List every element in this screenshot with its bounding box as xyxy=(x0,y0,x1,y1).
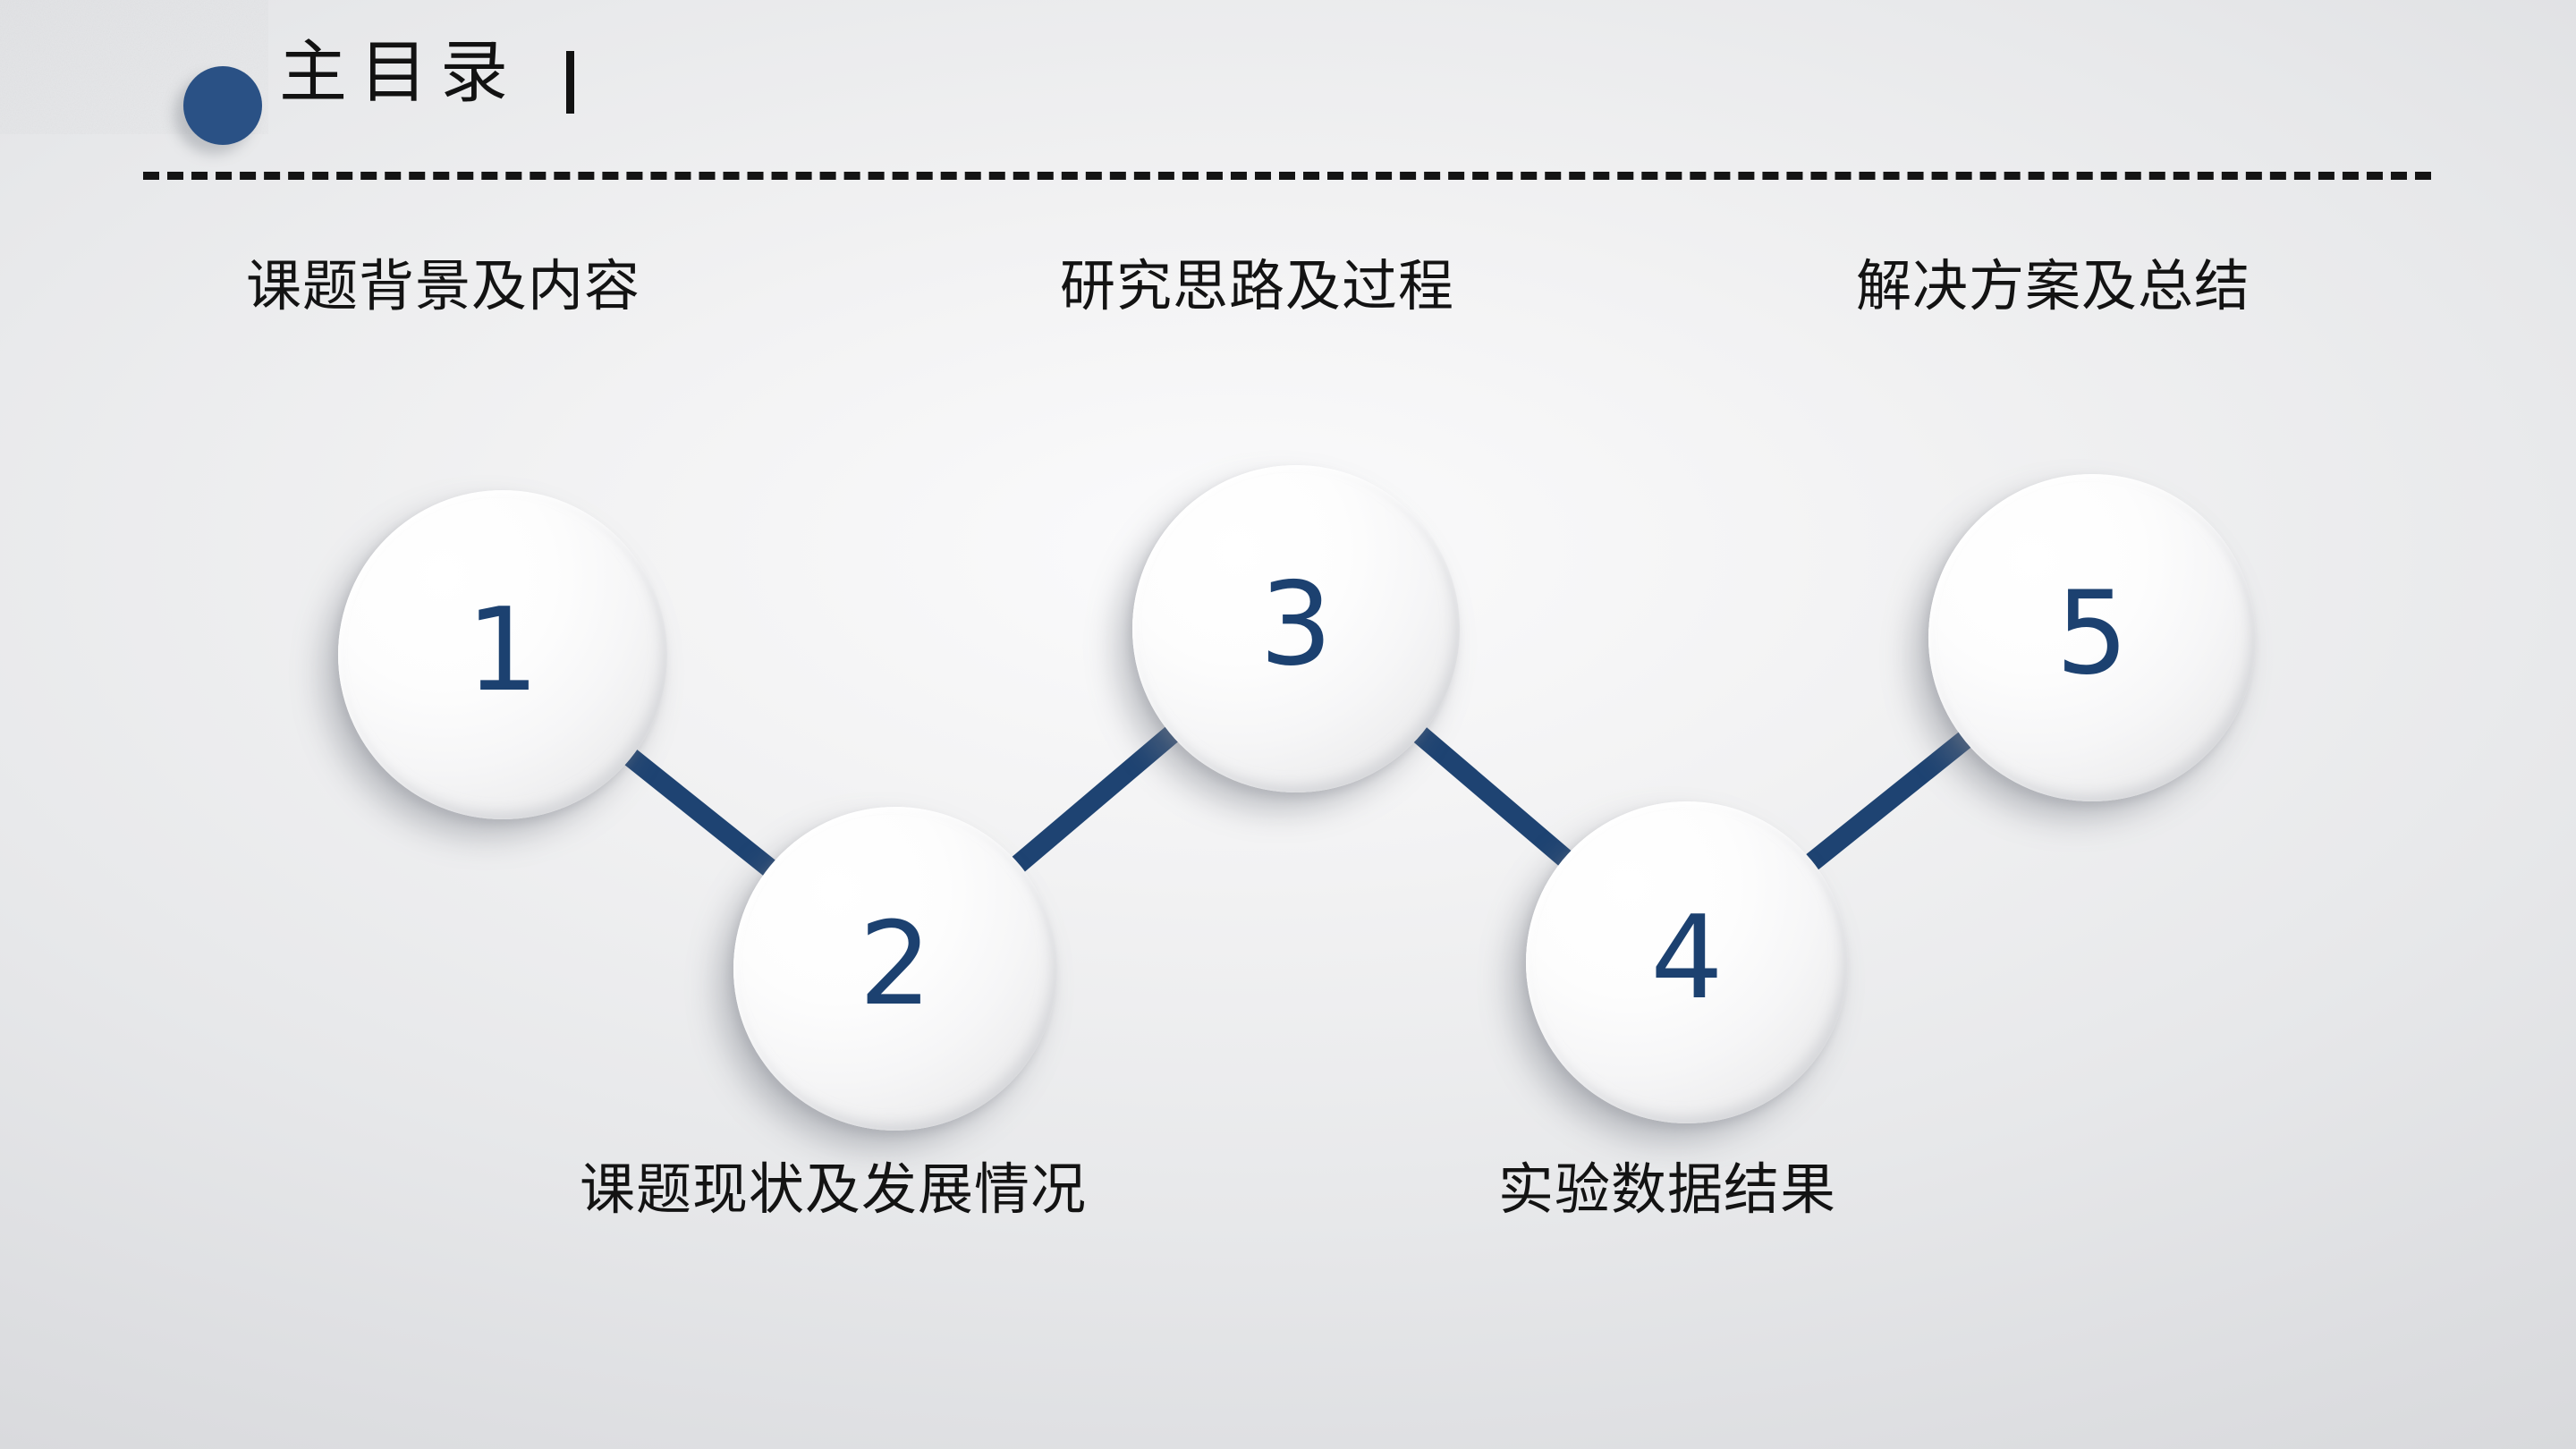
step-node-3[interactable]: 3 xyxy=(1132,465,1460,792)
step-node-1[interactable]: 1 xyxy=(338,490,667,819)
step-node-5[interactable]: 5 xyxy=(1928,474,2256,801)
step-number-1: 1 xyxy=(466,584,539,717)
title-bar-glyph xyxy=(566,51,574,114)
page-title: 主目录 xyxy=(279,36,521,111)
step-node-2[interactable]: 2 xyxy=(733,807,1057,1131)
step-number-5: 5 xyxy=(2055,567,2129,700)
step-number-4: 4 xyxy=(1650,892,1724,1025)
caption-step-4: 实验数据结果 xyxy=(1498,1160,1837,1221)
filled-circle-icon xyxy=(183,66,262,145)
step-number-3: 3 xyxy=(1259,558,1333,691)
caption-step-1: 课题背景及内容 xyxy=(246,257,641,318)
header-divider xyxy=(143,172,2431,180)
step-number-2: 2 xyxy=(859,898,932,1031)
caption-step-3: 研究思路及过程 xyxy=(1060,257,1455,318)
step-node-4[interactable]: 4 xyxy=(1526,801,1848,1123)
caption-step-5: 解决方案及总结 xyxy=(1856,257,2251,318)
caption-step-2: 课题现状及发展情况 xyxy=(580,1160,1088,1221)
slide-header: 主目录 xyxy=(0,0,2576,206)
